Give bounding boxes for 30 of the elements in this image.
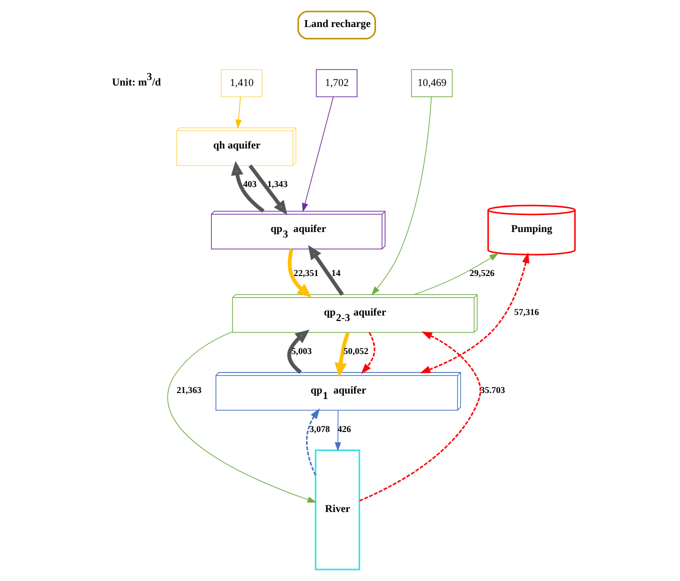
edge-label: 29,526	[469, 268, 494, 278]
arrow	[419, 252, 529, 374]
arrow	[334, 410, 341, 452]
edge-label: 35.703	[480, 384, 505, 395]
arrow	[360, 332, 375, 374]
arrow	[308, 245, 344, 296]
edge-label: 1,343	[266, 179, 288, 190]
arrow	[166, 331, 316, 503]
node-box: 1,702	[315, 69, 357, 98]
arrow	[287, 248, 311, 298]
edge-label: 3,078	[309, 424, 330, 434]
edge-label: 403	[242, 179, 256, 190]
arrow	[370, 96, 432, 296]
arrow	[302, 96, 334, 212]
edge-label: 21,363	[176, 384, 202, 395]
edge-label: 14	[330, 268, 340, 278]
edge-label: 57,316	[514, 307, 539, 318]
node-box: 10,469	[410, 69, 452, 98]
arrow	[248, 164, 287, 215]
node-box: Land recharge	[296, 10, 376, 40]
arrow	[306, 408, 320, 476]
arrow	[230, 161, 264, 213]
node-box: 1,410	[220, 69, 262, 98]
arrow	[413, 253, 498, 296]
edge-label: 22,351	[293, 268, 318, 278]
arrow	[234, 96, 242, 129]
arrow	[334, 332, 350, 378]
node-box: River	[314, 449, 360, 570]
arrow	[358, 332, 481, 502]
edge-label: 5,003	[290, 346, 312, 356]
